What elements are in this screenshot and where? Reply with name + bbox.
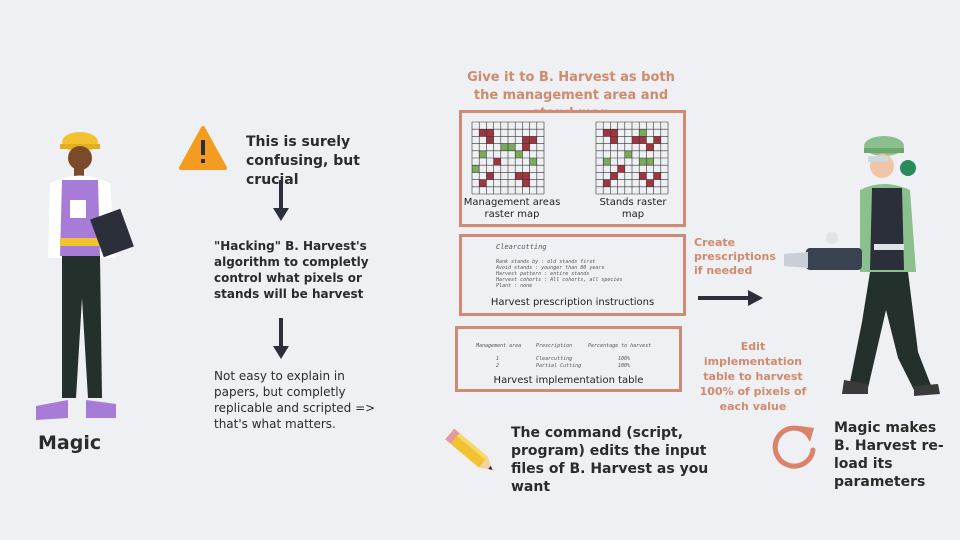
grid-cell — [639, 158, 647, 166]
hacking-text: "Hacking" B. Harvest's algorithm to comp… — [214, 239, 369, 301]
replicable-text: Not easy to explain in papers, but compl… — [214, 369, 376, 431]
prescription-title: Clearcutting — [496, 243, 547, 251]
arrow-down-icon — [273, 318, 289, 359]
grid-cell — [632, 136, 640, 144]
implementation-box: Management area Prescription Percentage … — [455, 326, 682, 392]
grid-cell — [472, 165, 480, 173]
grid-cell — [646, 143, 654, 151]
grid-cell — [508, 143, 516, 151]
prescription-line: Rank stands by : old stands first — [496, 259, 596, 265]
grid-cell — [653, 136, 661, 144]
arrow-down-icon — [273, 180, 289, 221]
edit-text: Edit implementation table to harvest 100… — [699, 340, 807, 413]
engineer-illustration — [36, 132, 134, 420]
grid-cell — [529, 158, 537, 166]
prescription-line: Harvest pattern : entire stands — [496, 271, 590, 277]
grid-cell — [515, 150, 523, 158]
worker-illustration — [784, 136, 940, 396]
reload-icon — [772, 425, 816, 469]
grid-cell — [479, 129, 487, 137]
warning-text: This is surely confusing, but crucial — [246, 134, 360, 188]
map1-caption: Management areas raster map — [463, 197, 561, 220]
grid-cell — [486, 136, 494, 144]
grid-map-icon — [471, 121, 545, 195]
impl-cell: Partial Cutting — [536, 363, 582, 369]
implementation-caption: Harvest implementation table — [493, 375, 644, 386]
grid-cell — [522, 172, 530, 180]
person-name: Magic — [38, 432, 102, 454]
grid-cell — [646, 179, 654, 187]
warning-icon — [179, 126, 227, 170]
create-text: Create prescriptions if needed — [694, 236, 776, 277]
pencil-icon — [445, 428, 493, 470]
prescription-lines: Rank stands by : old stands first Avoid … — [496, 259, 622, 289]
grid-cell — [610, 172, 618, 180]
grid-cell — [653, 172, 661, 180]
prescription-caption: Harvest prescription instructions — [490, 297, 655, 308]
grid-cell — [479, 179, 487, 187]
grid-cell — [493, 158, 501, 166]
grid-cell — [522, 179, 530, 187]
grid-cell — [500, 143, 508, 151]
grid-cell — [617, 165, 625, 173]
grid-cell — [639, 136, 647, 144]
grid-cell — [522, 136, 530, 144]
prescription-line: Avoid stands : younger than 80 years — [496, 265, 605, 271]
grid-cell — [624, 150, 632, 158]
impl-header-1: Management area — [476, 343, 522, 349]
impl-cell: 2 — [496, 363, 500, 369]
grid-cell — [610, 129, 618, 137]
grid-cell — [646, 158, 654, 166]
impl-header-2: Prescription — [536, 343, 573, 349]
grid-cell — [515, 172, 523, 180]
prescription-line: Harvest cohorts : All cohorts, all speci… — [496, 277, 623, 283]
reload-text: Magic makes B. Harvest re-load its param… — [834, 420, 944, 490]
grid-cell — [610, 136, 618, 144]
grid-cell — [479, 150, 487, 158]
grid-cell — [529, 136, 537, 144]
raster-maps-box: Management areas raster map Stands raste… — [459, 110, 686, 227]
impl-cell: 100% — [618, 356, 631, 362]
impl-header-3: Percentage to harvest — [588, 343, 652, 349]
impl-cell: 1 — [496, 356, 500, 362]
grid-cell — [603, 158, 611, 166]
grid-cell — [522, 143, 530, 151]
impl-cell: 100% — [618, 363, 631, 369]
grid-cell — [603, 129, 611, 137]
map2-caption: Stands raster map — [599, 197, 667, 220]
arrow-right-icon — [698, 290, 763, 306]
pencil-text: The command (script, program) edits the … — [511, 425, 709, 495]
grid-cell — [639, 172, 647, 180]
grid-cell — [486, 172, 494, 180]
grid-cell — [486, 129, 494, 137]
grid-cell — [603, 179, 611, 187]
prescription-line: Plant : none — [496, 283, 533, 289]
grid-map-icon — [595, 121, 669, 195]
impl-cell: Clearcutting — [536, 356, 573, 362]
grid-cell — [639, 129, 647, 137]
prescription-box: Clearcutting Rank stands by : old stands… — [459, 234, 686, 316]
